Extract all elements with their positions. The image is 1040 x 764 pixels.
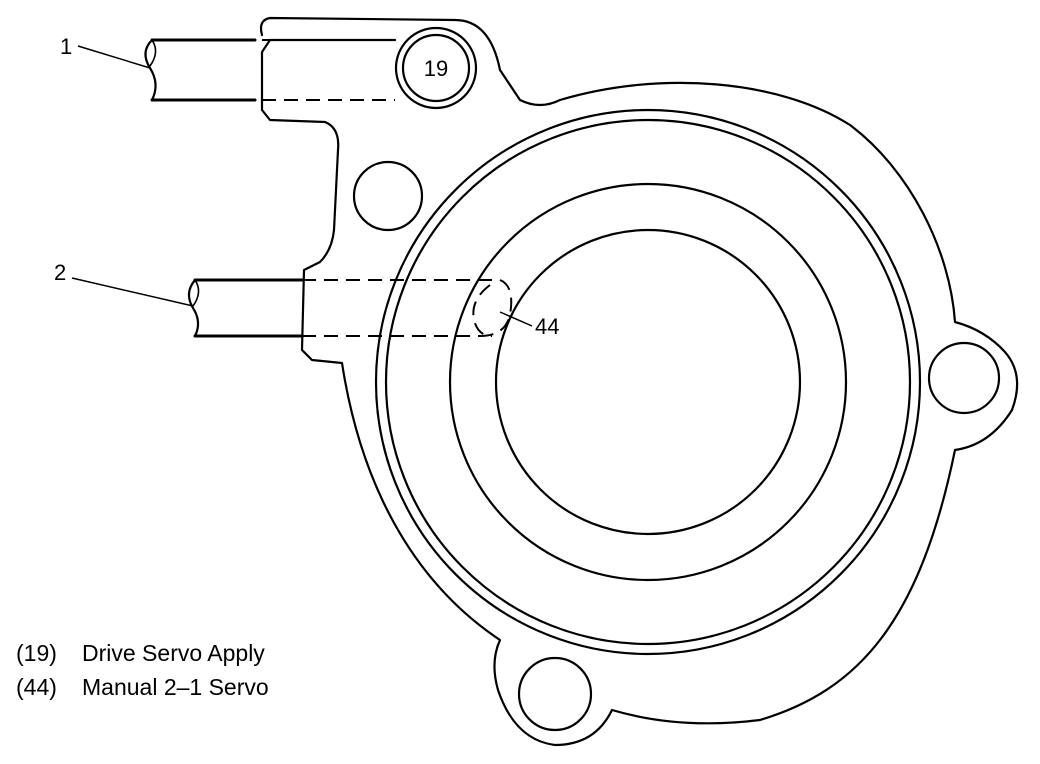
- callout-1-group: 1: [60, 34, 151, 69]
- legend-label: Drive Servo Apply: [82, 640, 265, 666]
- legend-row: (44) Manual 2–1 Servo: [16, 670, 269, 704]
- pipe-1: [144, 38, 395, 102]
- callout-2: 2: [54, 260, 66, 285]
- callout-1: 1: [60, 34, 72, 59]
- callout-44: 44: [535, 314, 559, 339]
- fitting-19: 19: [394, 26, 478, 110]
- callout-44-group: 44: [499, 311, 559, 339]
- legend-row: (19) Drive Servo Apply: [16, 636, 269, 670]
- outer-seal-ring: [374, 108, 922, 656]
- legend-code: (19): [16, 640, 57, 666]
- legend-label: Manual 2–1 Servo: [82, 674, 269, 700]
- legend: (19) Drive Servo Apply (44) Manual 2–1 Ser…: [16, 636, 269, 704]
- pipe-2: [187, 278, 513, 338]
- callout-2-group: 2: [54, 260, 194, 307]
- piston-bore-outer: [448, 182, 848, 582]
- piston-bore-inner: [494, 228, 802, 536]
- mounting-hole-upper: [352, 160, 424, 232]
- outer-seal-ring-inner: [384, 118, 912, 646]
- mounting-hole-bottom: [517, 656, 593, 732]
- legend-code: (44): [16, 674, 57, 700]
- callout-19: 19: [424, 56, 448, 81]
- mounting-hole-right: [927, 341, 1001, 415]
- cover-outline: [259, 16, 1019, 747]
